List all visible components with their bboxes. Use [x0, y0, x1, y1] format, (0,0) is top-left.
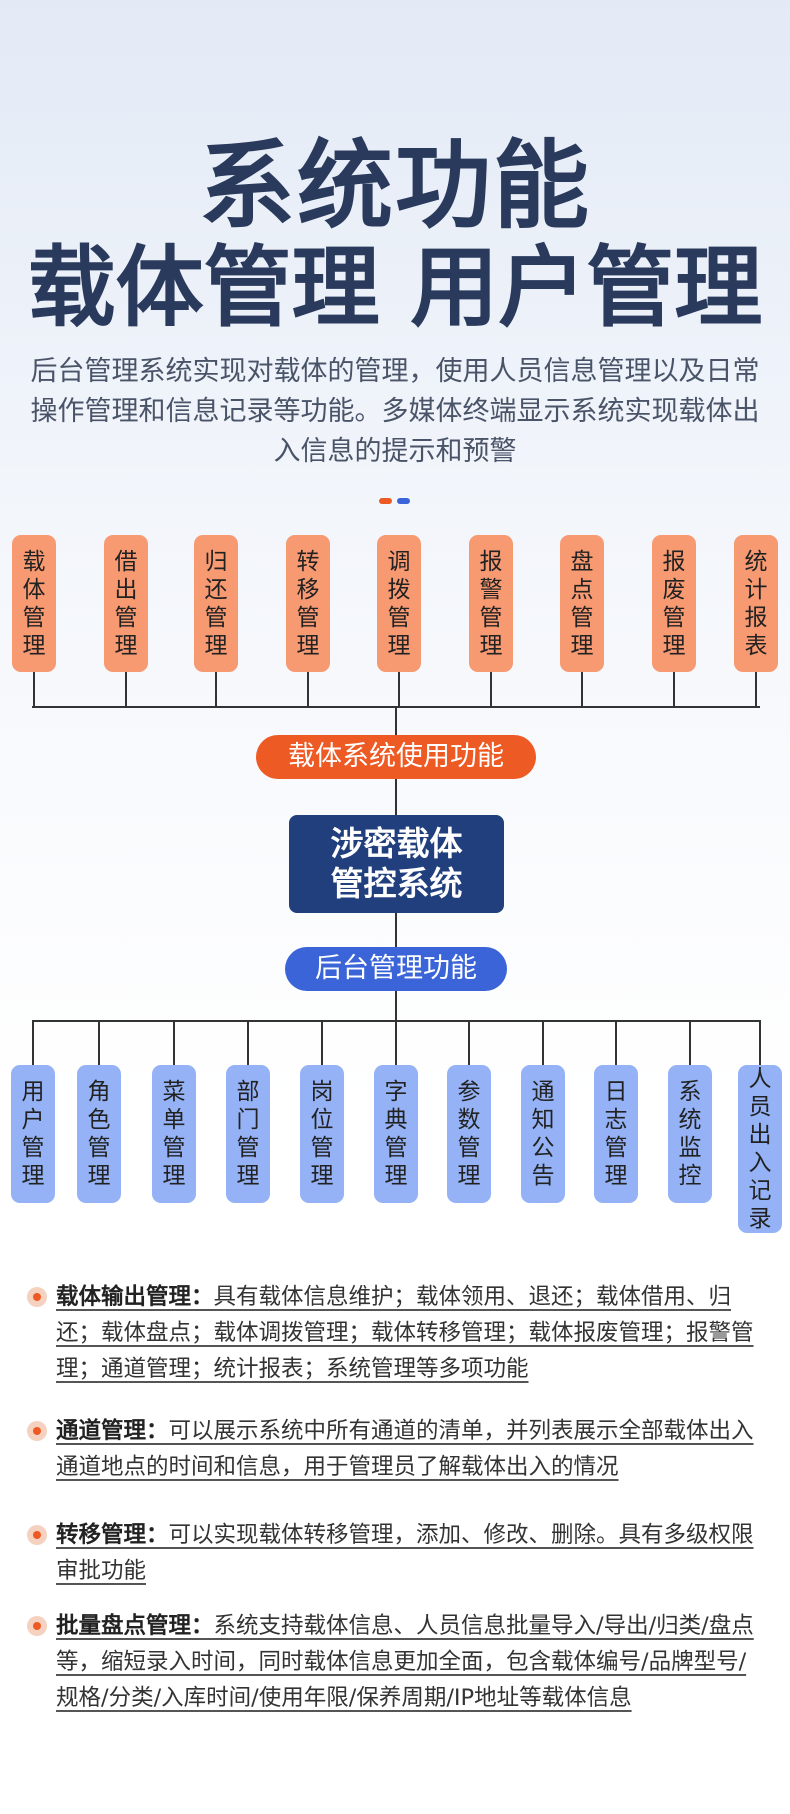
top-drop-line: [215, 672, 217, 708]
bottom-drop-line: [32, 1020, 34, 1066]
feature-body: 可以展示系统中所有通道的清单，并列表展示全部载体出入通道地点的时间和信息，用于管…: [56, 1418, 754, 1480]
bottom-drop-line: [247, 1020, 249, 1066]
top-drop-line: [581, 672, 583, 708]
feature-item: 通道管理：可以展示系统中所有通道的清单，并列表展示全部载体出入通道地点的时间和信…: [56, 1413, 756, 1485]
bottom-stem-line: [395, 991, 397, 1021]
top-item: 报废管理: [652, 535, 696, 672]
bullet-icon: [27, 1616, 47, 1636]
top-item: 载体管理: [12, 535, 56, 672]
feature-text: 转移管理：可以实现载体转移管理，添加、修改、删除。具有多级权限审批功能: [56, 1522, 754, 1584]
feature-text: 通道管理：可以展示系统中所有通道的清单，并列表展示全部载体出入通道地点的时间和信…: [56, 1418, 754, 1480]
bottom-item-label: 日志管理: [604, 1079, 628, 1189]
top-drop-line: [307, 672, 309, 708]
bottom-item-label: 系统监控: [678, 1079, 702, 1189]
bottom-drop-line: [615, 1020, 617, 1066]
bottom-item-label: 岗位管理: [310, 1079, 334, 1189]
top-item-label: 统计报表: [744, 548, 768, 659]
center-box-line1: 涉密载体: [330, 824, 463, 863]
top-item-label: 转移管理: [296, 548, 320, 659]
top-item: 归还管理: [194, 535, 238, 672]
bottom-drop-line: [542, 1020, 544, 1066]
feature-item: 批量盘点管理：系统支持载体信息、人员信息批量导入/导出/归类/盘点等，缩短录入时…: [56, 1608, 756, 1716]
feature-item: 转移管理：可以实现载体转移管理，添加、修改、删除。具有多级权限审批功能: [56, 1517, 756, 1589]
top-drop-line: [33, 672, 35, 708]
dot-blue: [397, 498, 410, 504]
top-drop-line: [673, 672, 675, 708]
bottom-item: 岗位管理: [300, 1065, 344, 1203]
bottom-drop-line: [98, 1020, 100, 1066]
top-drop-line: [125, 672, 127, 708]
bottom-item: 人员出入记录: [738, 1065, 782, 1233]
bottom-item-label: 角色管理: [87, 1079, 111, 1189]
feature-text: 批量盘点管理：系统支持载体信息、人员信息批量导入/导出/归类/盘点等，缩短录入时…: [56, 1613, 754, 1711]
top-item-label: 报警管理: [479, 548, 503, 659]
bottom-pill-backend-functions: 后台管理功能: [285, 947, 507, 991]
bottom-item-label: 部门管理: [236, 1079, 260, 1189]
bottom-item: 部门管理: [226, 1065, 270, 1203]
top-item-label: 报废管理: [662, 548, 686, 659]
divider-dots: [379, 489, 415, 508]
bullet-icon: [27, 1287, 47, 1307]
bullet-icon: [27, 1421, 47, 1441]
bottom-item-label: 人员出入记录: [748, 1066, 772, 1232]
bottom-item: 参数管理: [447, 1065, 491, 1203]
feature-body: 系统支持载体信息、人员信息批量导入/导出/归类/盘点等，缩短录入时间，同时载体信…: [56, 1613, 754, 1711]
top-item-label: 盘点管理: [570, 548, 594, 659]
bottom-item: 通知公告: [521, 1065, 565, 1203]
bottom-item: 菜单管理: [152, 1065, 196, 1203]
bottom-item-label: 菜单管理: [162, 1079, 186, 1189]
top-drop-line: [755, 672, 757, 708]
bottom-item: 日志管理: [594, 1065, 638, 1203]
top-item: 调拨管理: [377, 535, 421, 672]
page-description: 后台管理系统实现对载体的管理，使用人员信息管理以及日常操作管理和信息记录等功能。…: [30, 356, 760, 467]
bottom-item: 系统监控: [668, 1065, 712, 1203]
bottom-item-label: 通知公告: [531, 1079, 555, 1189]
top-item-label: 归还管理: [204, 548, 228, 659]
top-item-label: 调拨管理: [387, 548, 411, 659]
bottom-drop-line: [173, 1020, 175, 1066]
bottom-drop-line: [689, 1020, 691, 1066]
top-item-label: 载体管理: [22, 548, 46, 659]
bottom-drop-line: [395, 1020, 397, 1066]
bottom-drop-line: [321, 1020, 323, 1066]
top-drop-line: [398, 672, 400, 708]
bottom-item-label: 用户管理: [21, 1079, 45, 1189]
feature-title: 载体输出管理：: [56, 1284, 214, 1310]
bottom-item-label: 参数管理: [457, 1079, 481, 1189]
top-item-label: 借出管理: [114, 548, 138, 659]
feature-title: 转移管理：: [56, 1522, 169, 1548]
top-item: 借出管理: [104, 535, 148, 672]
feature-item: 载体输出管理：具有载体信息维护；载体领用、退还；载体借用、归还；载体盘点；载体调…: [56, 1279, 756, 1387]
page-title: 系统功能: [199, 130, 591, 242]
stem-box-to-pill: [395, 913, 397, 947]
top-item: 转移管理: [286, 535, 330, 672]
feature-body: 可以实现载体转移管理，添加、修改、删除。具有多级权限审批功能: [56, 1522, 754, 1584]
top-item: 盘点管理: [560, 535, 604, 672]
bottom-item: 角色管理: [77, 1065, 121, 1203]
top-item: 报警管理: [469, 535, 513, 672]
top-drop-line: [490, 672, 492, 708]
feature-text: 载体输出管理：具有载体信息维护；载体领用、退还；载体借用、归还；载体盘点；载体调…: [56, 1284, 754, 1382]
page-subtitle: 载体管理 用户管理: [27, 236, 763, 339]
feature-body: 具有载体信息维护；载体领用、退还；载体借用、归还；载体盘点；载体调拨管理；载体转…: [56, 1284, 754, 1382]
bottom-item: 字典管理: [374, 1065, 418, 1203]
stem-pill-to-box: [395, 779, 397, 816]
center-box-line2: 管控系统: [330, 864, 463, 903]
bottom-item: 用户管理: [11, 1065, 55, 1203]
bullet-icon: [27, 1525, 47, 1545]
bottom-drop-line: [759, 1020, 761, 1066]
top-stem-to-pill: [395, 706, 397, 736]
bottom-item-label: 字典管理: [384, 1079, 408, 1189]
center-system-box: 涉密载体 管控系统: [289, 815, 504, 913]
dot-orange: [379, 498, 392, 504]
feature-title: 通道管理：: [56, 1418, 169, 1444]
top-item: 统计报表: [734, 535, 778, 672]
top-pill-usage-functions: 载体系统使用功能: [256, 735, 536, 779]
feature-title: 批量盘点管理：: [56, 1613, 214, 1639]
bottom-drop-line: [468, 1020, 470, 1066]
